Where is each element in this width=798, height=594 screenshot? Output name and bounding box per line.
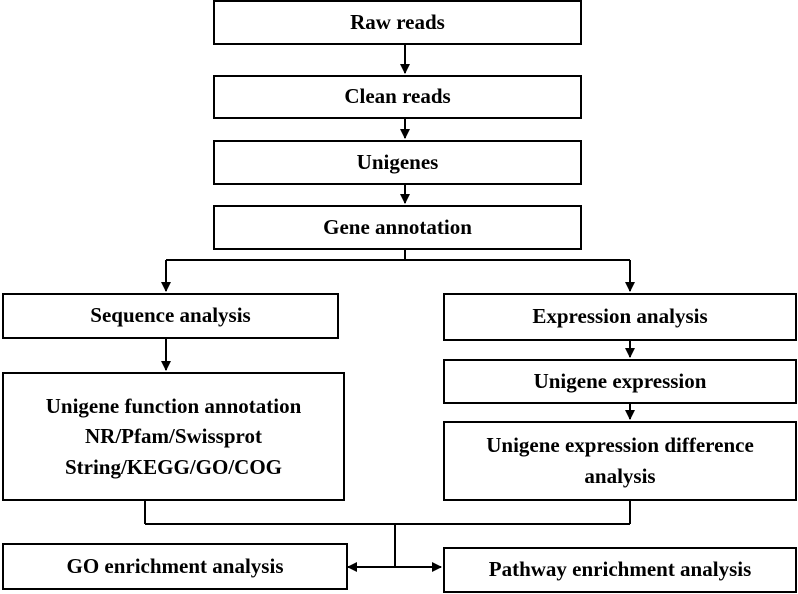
function-annotation-databases-1: NR/Pfam/Swissprot bbox=[85, 424, 262, 449]
clean-reads-box: Clean reads bbox=[213, 75, 582, 119]
difference-analysis-line-1: Unigene expression difference bbox=[486, 432, 754, 457]
pathway-enrichment-label: Pathway enrichment analysis bbox=[488, 557, 752, 582]
raw-reads-label: Raw reads bbox=[350, 9, 445, 34]
expression-analysis-box: Expression analysis bbox=[443, 293, 797, 341]
sequence-analysis-label: Sequence analysis bbox=[90, 303, 251, 328]
pathway-enrichment-box: Pathway enrichment analysis bbox=[443, 547, 797, 593]
clean-reads-label: Clean reads bbox=[344, 84, 451, 109]
difference-analysis-line-2: analysis bbox=[584, 464, 656, 488]
unigene-expression-label: Unigene expression bbox=[533, 368, 707, 393]
function-annotation-databases-2: String/KEGG/GO/COG bbox=[64, 454, 282, 479]
unigenes-box: Unigenes bbox=[213, 140, 582, 185]
sequence-analysis-box: Sequence analysis bbox=[2, 293, 339, 339]
go-enrichment-box: GO enrichment analysis bbox=[2, 543, 348, 590]
unigenes-label: Unigenes bbox=[356, 149, 439, 174]
gene-annotation-box: Gene annotation bbox=[213, 205, 582, 250]
go-enrichment-label: GO enrichment analysis bbox=[66, 553, 284, 578]
unigene-function-annotation-box: Unigene function annotation NR/Pfam/Swis… bbox=[2, 372, 345, 501]
unigene-expression-box: Unigene expression bbox=[443, 359, 797, 404]
expression-analysis-label: Expression analysis bbox=[532, 304, 708, 329]
function-annotation-title: Unigene function annotation bbox=[45, 393, 302, 418]
raw-reads-box: Raw reads bbox=[213, 0, 582, 45]
gene-annotation-label: Gene annotation bbox=[323, 214, 472, 239]
unigene-expression-difference-box: Unigene expression difference analysis bbox=[443, 421, 797, 501]
